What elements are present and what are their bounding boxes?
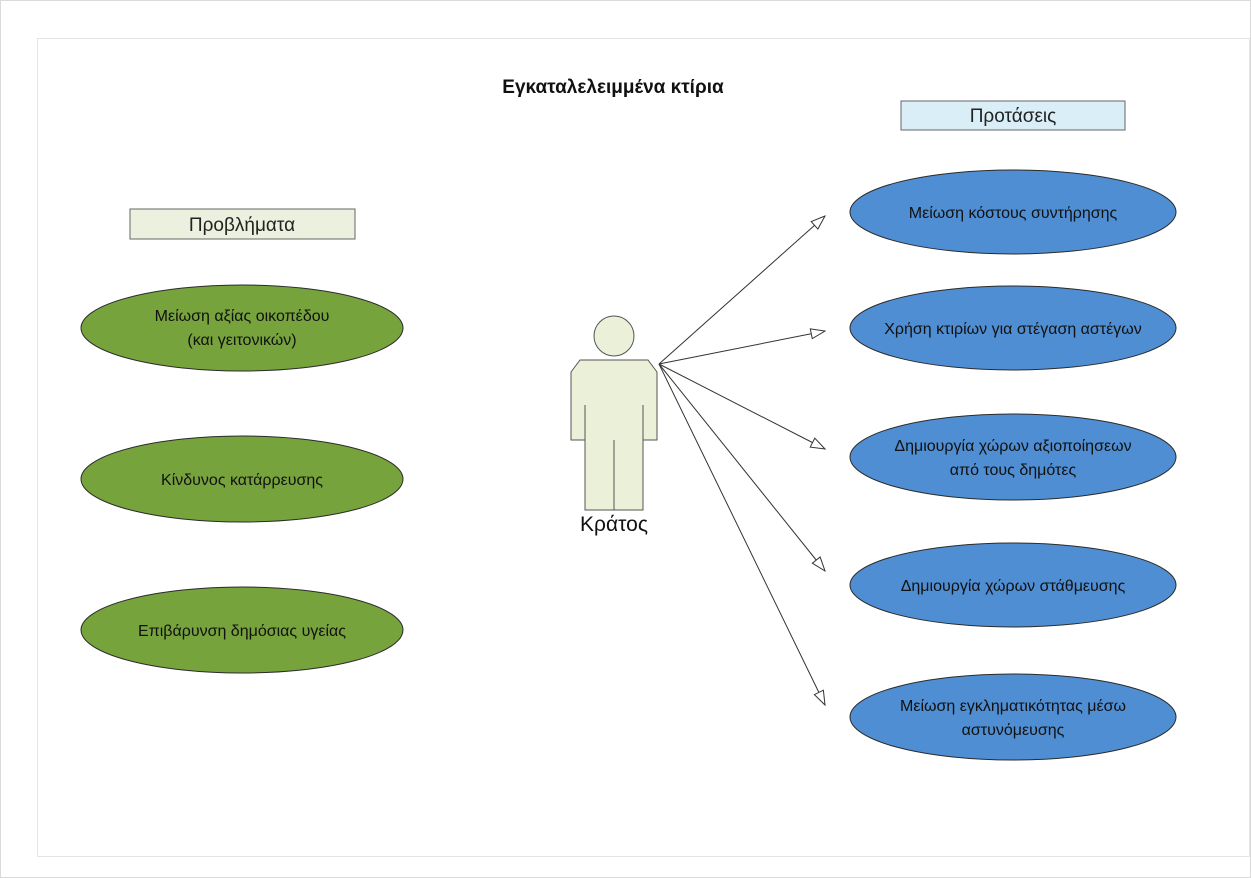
diagram-border [37,38,1250,857]
problem-ellipse: Μείωση αξίας οικοπέδου (και γειτονικών) [80,284,404,372]
proposal-label: Μείωση κόστους συντήρησης [909,205,1118,222]
proposal-label: Χρήση κτιρίων για στέγαση αστέγων [884,321,1141,338]
problem-ellipse: Επιβάρυνση δημόσιας υγείας [80,586,404,674]
problem-ellipse: Κίνδυνος κατάρρευσης [80,435,404,523]
actor-label: Κράτος [580,513,648,536]
proposal-ellipse: Μείωση εγκληματικότητας μέσω αστυνόμευση… [849,673,1177,761]
proposals-header: Προτάσεις [900,100,1126,131]
problem-label: (και γειτονικών) [187,332,296,349]
proposal-ellipse: Δημιουργία χώρων αξιοποίησεων από τους δ… [849,413,1177,501]
actor-head [593,315,635,357]
proposal-label: αστυνόμευσης [962,722,1065,739]
arrow [658,363,825,705]
arrow [658,216,825,365]
problem-label: Κίνδυνος κατάρρευσης [161,472,323,489]
arrow [658,363,825,449]
problem-label: Επιβάρυνση δημόσιας υγείας [138,623,346,640]
actor-body [570,359,658,511]
proposal-label: Μείωση εγκληματικότητας μέσω [900,698,1126,715]
actor-figure [570,315,658,511]
proposal-label: Δημιουργία χώρων στάθμευσης [901,578,1126,595]
diagram-title: Εγκαταλελειμμένα κτίρια [502,77,724,98]
arrow [658,363,825,571]
proposal-ellipse: Δημιουργία χώρων στάθμευσης [849,542,1177,628]
proposal-ellipse: Χρήση κτιρίων για στέγαση αστέγων [849,285,1177,371]
proposal-ellipse: Μείωση κόστους συντήρησης [849,169,1177,255]
arrows [658,216,825,705]
problems-header: Προβλήματα [129,208,356,240]
proposals-header-box [900,100,1126,131]
proposals-header-label: Προτάσεις [970,106,1057,127]
arrow [658,331,825,365]
proposal-label: Δημιουργία χώρων αξιοποίησεων [894,438,1131,455]
problem-label: Μείωση αξίας οικοπέδου [155,308,330,325]
problems-header-label: Προβλήματα [189,215,295,236]
problems-header-box [129,208,356,240]
proposal-label: από τους δημότες [950,462,1077,479]
